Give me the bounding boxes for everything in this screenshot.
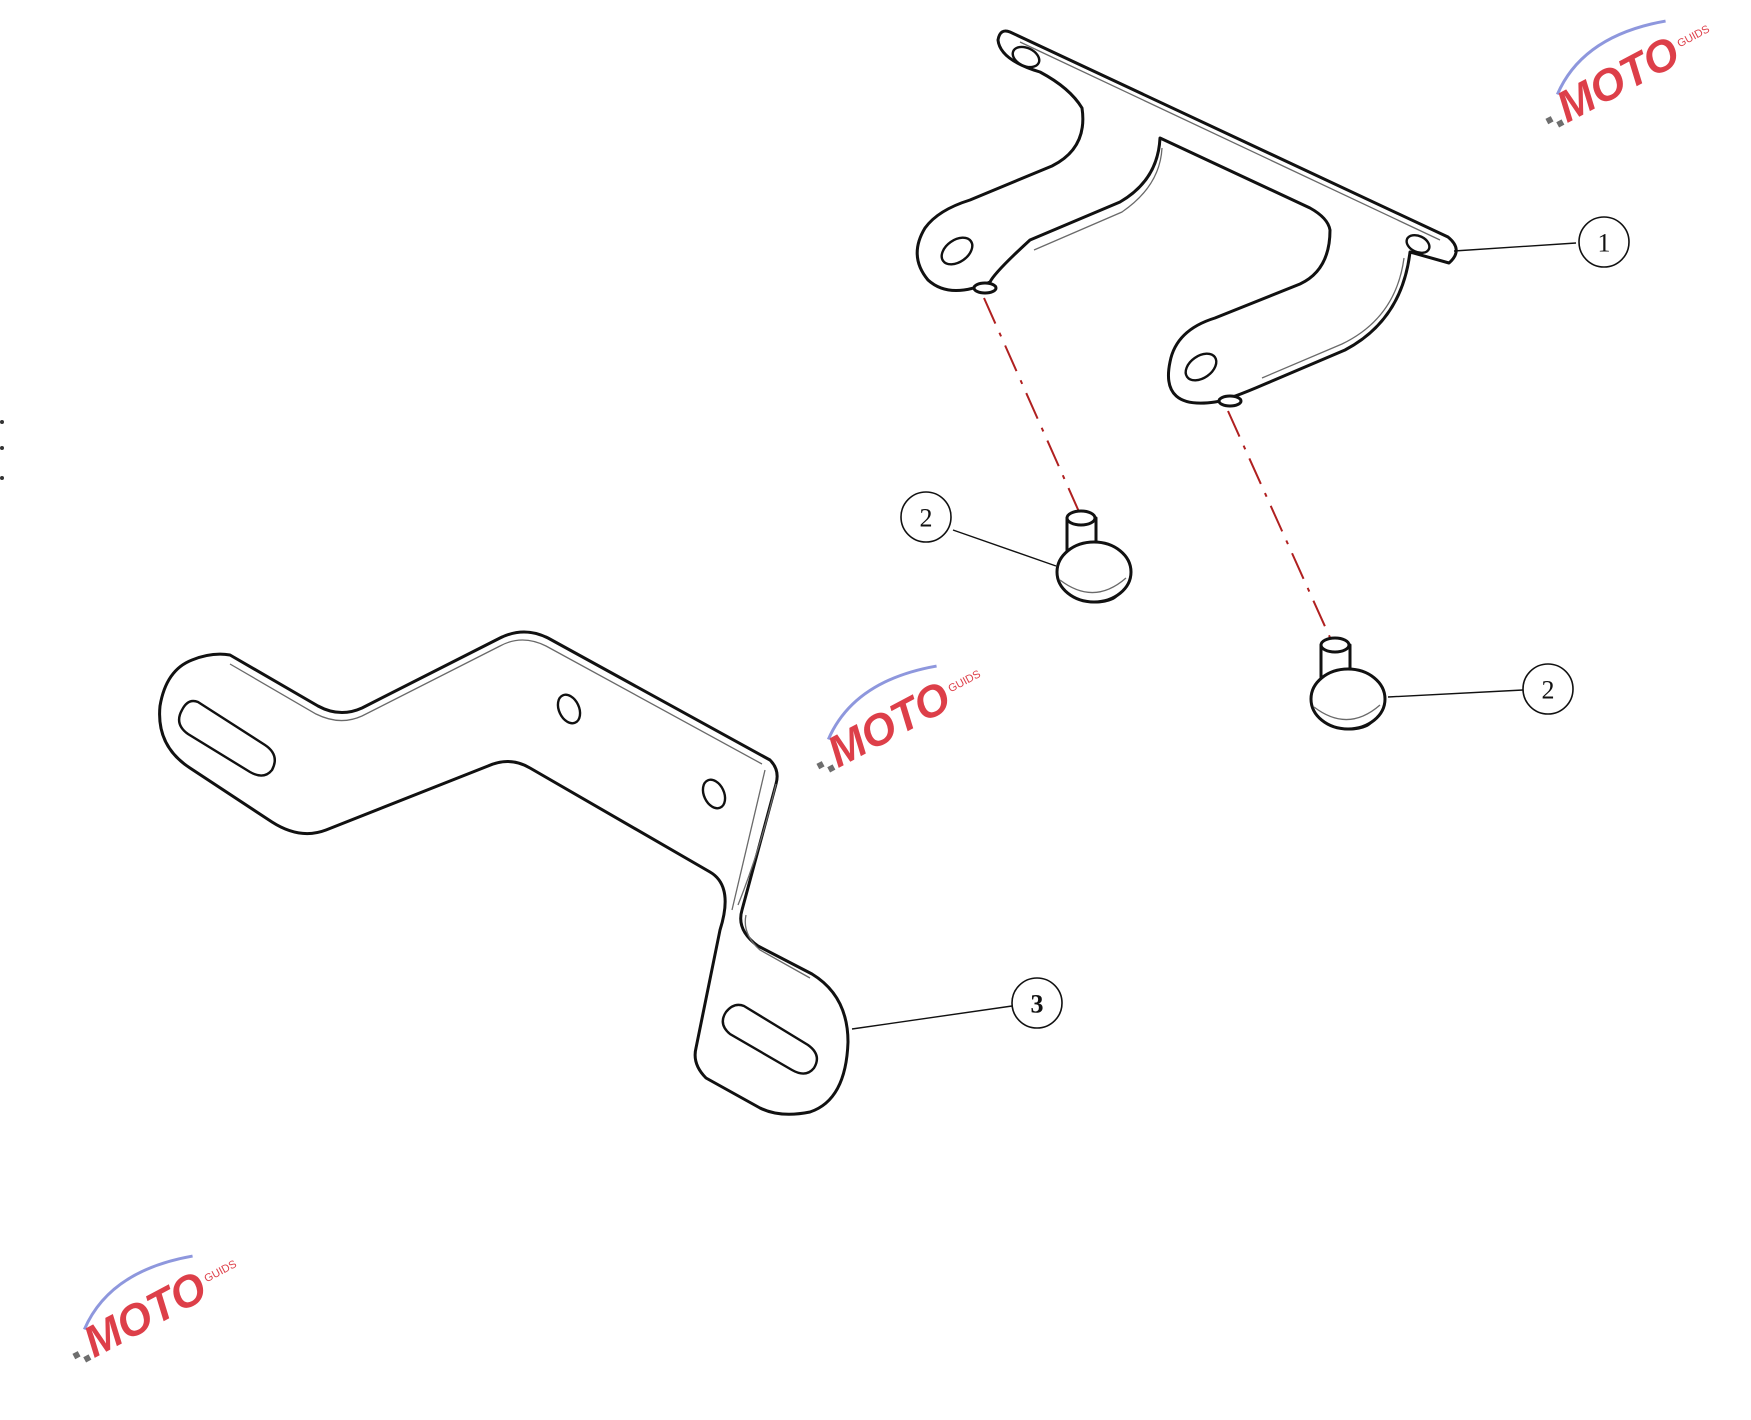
callout-3-label: 3: [1031, 990, 1044, 1019]
callout-1-label: 1: [1598, 229, 1611, 258]
part-1-upper-bracket: [915, 29, 1458, 408]
callout-1: 1: [1578, 216, 1630, 268]
mounting-hole: [1184, 352, 1218, 382]
slot-hole: [721, 1003, 819, 1075]
callout-2b-label: 2: [1542, 676, 1555, 705]
part-2-bolt: [1055, 509, 1133, 604]
watermark-brand: MOTO: [76, 1262, 215, 1367]
mounting-hole: [1011, 45, 1041, 69]
edge-marks: [0, 420, 4, 480]
mounting-hole: [1405, 233, 1431, 255]
watermark-sub: GUIDS: [1675, 23, 1711, 50]
watermark-brand: MOTO: [820, 672, 959, 777]
callout-2a-label: 2: [920, 504, 933, 533]
assembly-axis-line: [1227, 410, 1333, 643]
watermark-sub: GUIDS: [202, 1258, 238, 1285]
mounting-hole: [940, 236, 974, 266]
watermark-logo: MOTO GUIDS: [816, 664, 983, 777]
assembly-axis-line: [983, 297, 1081, 515]
callout-3: 3: [1011, 977, 1063, 1029]
callout-2b: 2: [1522, 663, 1574, 715]
leader-lines: [851, 242, 1577, 1030]
watermark-logo: MOTO GUIDS: [1545, 19, 1712, 132]
watermark-sub: GUIDS: [946, 668, 982, 695]
watermark-brand: MOTO: [1549, 27, 1688, 132]
part-3-lower-bracket: [158, 630, 850, 1116]
assembly-axis-lines: [983, 297, 1333, 643]
part-2-bolt: [1309, 636, 1387, 731]
leader-line: [1453, 242, 1577, 252]
mounting-hole: [556, 693, 582, 725]
slot-hole: [177, 699, 276, 777]
watermark-logo: MOTO GUIDS: [72, 1254, 239, 1367]
callout-2a: 2: [900, 491, 952, 543]
mounting-hole: [701, 778, 727, 810]
leader-line: [851, 1005, 1013, 1030]
leader-line: [952, 529, 1057, 567]
leader-line: [1387, 689, 1524, 698]
